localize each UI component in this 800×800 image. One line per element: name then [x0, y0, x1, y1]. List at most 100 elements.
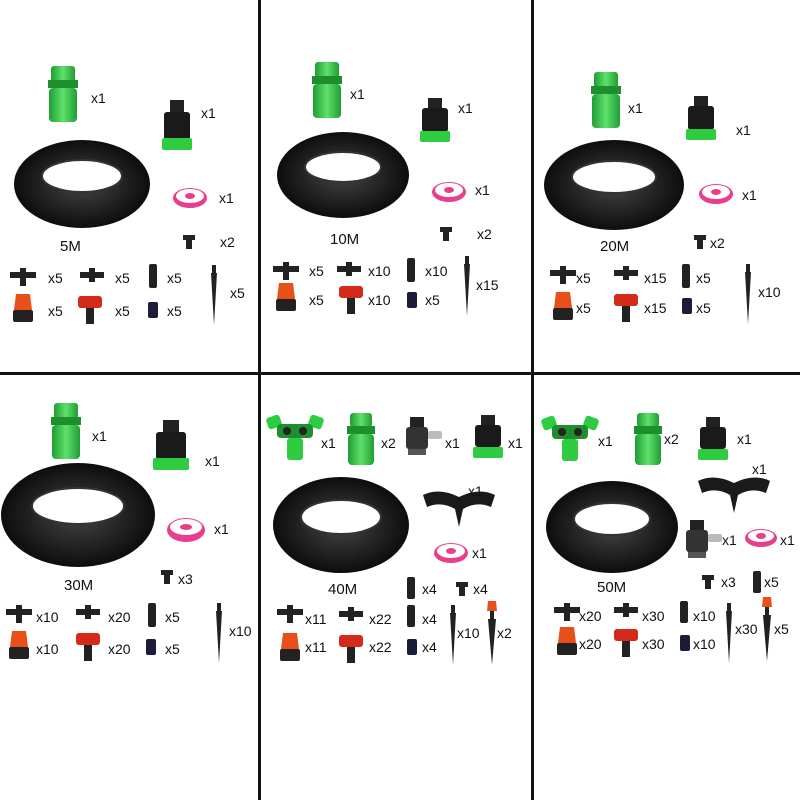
kit-size-label: 40M [328, 581, 358, 598]
cap-qty: x10 [693, 636, 716, 652]
hose-holder-icon [419, 487, 499, 531]
cap-icon [682, 298, 692, 314]
stake-qty: x5 [230, 285, 245, 301]
coupler-icon [407, 605, 415, 627]
teflon-tape-icon [698, 182, 734, 206]
hose-coil-icon [542, 138, 686, 232]
stake-qty: x30 [735, 621, 758, 637]
tap-adapter-icon [684, 96, 718, 142]
stake-icon [214, 603, 224, 663]
quick-connector-qty: x1 [628, 100, 643, 116]
sprinkler-stake-qty: x5 [774, 621, 789, 637]
tee-qty: x11 [305, 611, 327, 627]
cap-qty: x4 [422, 639, 437, 655]
kit-panel-50m: x1 x2 x1 x1 x1 x1 50M x3 x5 x20 x30 x10 … [534, 375, 800, 800]
straight-connector-icon [682, 264, 690, 288]
coupler-qty: x4 [422, 611, 437, 627]
elbow-qty: x30 [642, 608, 665, 624]
red-dripper-qty: x30 [642, 636, 665, 652]
teflon-tape-icon [433, 541, 469, 565]
tap-adapter-qty: x1 [508, 435, 523, 451]
tap-adapter-qty: x1 [737, 431, 752, 447]
end-plug-icon [440, 227, 452, 241]
adjustable-dripper-icon [275, 283, 297, 315]
tee-icon [550, 266, 576, 284]
quick-connector-qty: x2 [664, 431, 679, 447]
adjustable-dripper-qty: x20 [579, 636, 602, 652]
adjustable-dripper-icon [12, 294, 34, 326]
y-splitter-qty: x1 [321, 435, 336, 451]
cap-icon [680, 635, 690, 651]
teflon-tape-icon [166, 516, 206, 544]
tee-qty: x5 [309, 263, 324, 279]
adjustable-dripper-qty: x5 [309, 292, 324, 308]
end-plug-qty: x3 [178, 571, 193, 587]
elbow-icon [76, 605, 100, 619]
kit-size-label: 20M [600, 238, 630, 255]
straight-connector-icon [407, 577, 415, 599]
faucet-adapter-icon [684, 520, 724, 560]
kit-size-label: 50M [597, 579, 627, 596]
end-plug-icon [456, 582, 468, 596]
red-dripper-icon [614, 629, 638, 657]
straight-connector-icon [148, 603, 156, 627]
end-plug-icon [702, 575, 714, 589]
quick-connector-qty: x1 [92, 428, 107, 444]
straight-connector-qty: x4 [422, 581, 437, 597]
quick-connector-icon [632, 413, 664, 465]
hose-coil-icon [271, 475, 411, 575]
hose-coil-icon [0, 460, 156, 570]
red-dripper-icon [339, 635, 363, 663]
red-dripper-icon [339, 286, 363, 314]
cap-icon [407, 639, 417, 655]
straight-connector-qty: x5 [764, 574, 779, 590]
red-dripper-qty: x10 [368, 292, 391, 308]
divider-vertical-2 [531, 0, 534, 800]
cap-qty: x5 [165, 641, 180, 657]
sprinkler-stake-icon [760, 597, 774, 661]
tee-icon [554, 603, 580, 621]
teflon-tape-qty: x1 [472, 545, 487, 561]
elbow-qty: x10 [368, 263, 391, 279]
stake-qty: x10 [758, 284, 781, 300]
adjustable-dripper-qty: x10 [36, 641, 59, 657]
teflon-tape-qty: x1 [742, 187, 757, 203]
red-dripper-qty: x22 [369, 639, 392, 655]
stake-icon [209, 265, 219, 325]
straight-connector-qty: x5 [167, 270, 182, 286]
hose-holder-icon [694, 473, 774, 517]
elbow-qty: x15 [644, 270, 667, 286]
red-dripper-icon [614, 294, 638, 322]
elbow-icon [614, 603, 638, 617]
adjustable-dripper-qty: x11 [305, 639, 327, 655]
end-plug-qty: x3 [721, 574, 736, 590]
stake-icon [448, 605, 458, 665]
kit-size-label: 10M [330, 231, 360, 248]
end-plug-qty: x2 [477, 226, 492, 242]
tee-icon [10, 268, 36, 286]
stake-qty: x10 [229, 623, 252, 639]
adjustable-dripper-icon [552, 292, 574, 324]
end-plug-qty: x2 [710, 235, 725, 251]
straight-connector-qty: x5 [165, 609, 180, 625]
teflon-tape-icon [744, 527, 778, 549]
elbow-qty: x5 [115, 270, 130, 286]
quick-connector-icon [345, 413, 377, 465]
faucet-adapter-icon [404, 417, 444, 457]
tee-icon [273, 262, 299, 280]
quick-connector-icon [48, 403, 84, 459]
sprinkler-stake-icon [485, 601, 499, 665]
tap-adapter-icon [151, 420, 191, 472]
kit-panel-10m: x1 x1 x1 10M x2 x5 x10 x10 x15 x5 x10 x5 [261, 0, 531, 372]
red-dripper-qty: x20 [108, 641, 131, 657]
straight-connector-qty: x5 [696, 270, 711, 286]
end-plug-qty: x4 [473, 581, 488, 597]
faucet-adapter-qty: x1 [445, 435, 460, 451]
tap-adapter-qty: x1 [205, 453, 220, 469]
red-dripper-qty: x5 [115, 303, 130, 319]
adjustable-dripper-qty: x5 [48, 303, 63, 319]
stake-icon [743, 264, 753, 324]
cap-icon [407, 292, 417, 308]
kit-size-label: 30M [64, 577, 94, 594]
